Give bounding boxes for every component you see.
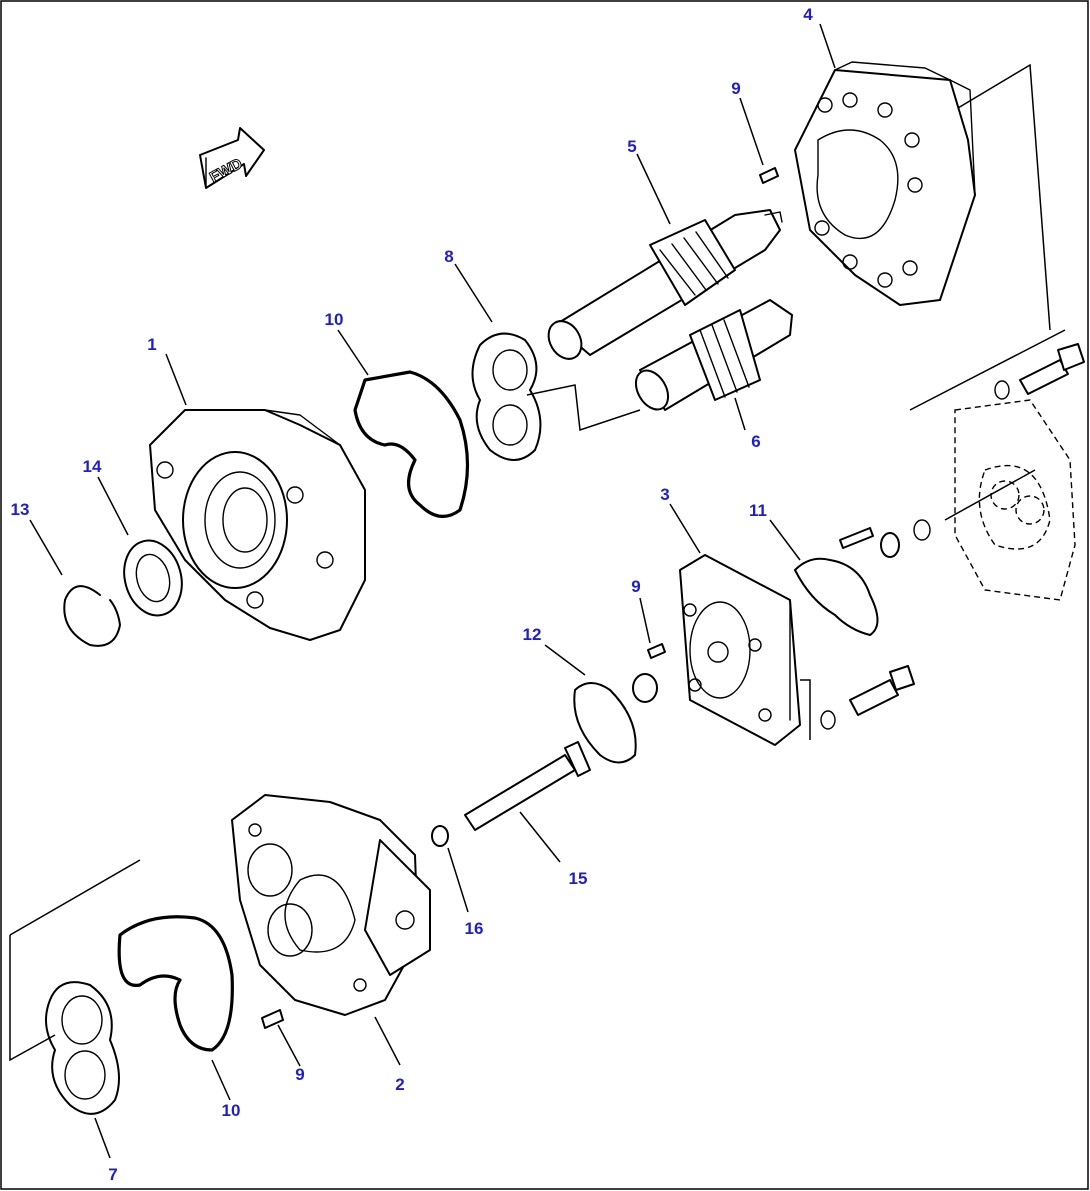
callout-9-middle: 9 <box>631 577 640 596</box>
dowel-pin-lower <box>261 1009 284 1029</box>
callout-1: 1 <box>147 335 156 354</box>
callout-11: 11 <box>749 501 767 520</box>
part-13-snap-ring <box>63 585 121 647</box>
part-8-thrust-plate <box>471 332 542 461</box>
callout-4: 4 <box>803 5 813 24</box>
part-6-driven-gear <box>634 299 793 411</box>
attached-pump-dashed <box>954 399 1076 601</box>
callout-13: 13 <box>11 500 30 519</box>
dowel-pin <box>647 643 666 659</box>
leader-lines <box>9 23 1066 1159</box>
part-12-gasket <box>573 682 637 764</box>
part-10-seal-upper <box>353 370 470 518</box>
callout-12: 12 <box>523 625 542 644</box>
callout-15: 15 <box>569 869 588 888</box>
callout-8: 8 <box>444 247 453 266</box>
dowel-pin-upper <box>759 167 779 184</box>
callout-2: 2 <box>395 1075 404 1094</box>
part-10-seal-lower <box>117 915 234 1052</box>
callout-14: 14 <box>83 457 102 476</box>
hardware <box>261 167 1085 1029</box>
part-7-thrust-plate <box>45 981 120 1115</box>
part-15-through-bolt <box>464 741 591 831</box>
part-1-front-cover <box>149 409 366 641</box>
part-4-rear-body <box>794 61 976 306</box>
part-2-center-housing <box>231 794 431 1016</box>
callout-9-upper: 9 <box>731 79 740 98</box>
callout-16: 16 <box>465 919 484 938</box>
part-11-gasket <box>794 557 879 636</box>
callout-6: 6 <box>751 432 760 451</box>
part-5-drive-gear-shaft <box>547 209 783 360</box>
part-3-end-plate <box>679 554 801 746</box>
fwd-arrow-icon: FWD <box>199 127 265 189</box>
callout-10-upper: 10 <box>325 310 344 329</box>
callout-7: 7 <box>108 1165 117 1184</box>
sleeve <box>632 673 658 703</box>
callout-9-lower: 9 <box>295 1065 304 1084</box>
callout-3: 3 <box>660 485 669 504</box>
callout-5: 5 <box>627 137 636 156</box>
callouts: 1 2 3 4 5 6 7 8 9 9 9 10 10 11 12 13 14 … <box>11 5 814 1184</box>
callout-10-lower: 10 <box>222 1101 241 1120</box>
part-14-bearing <box>123 539 183 617</box>
part-16-washer <box>431 825 449 847</box>
